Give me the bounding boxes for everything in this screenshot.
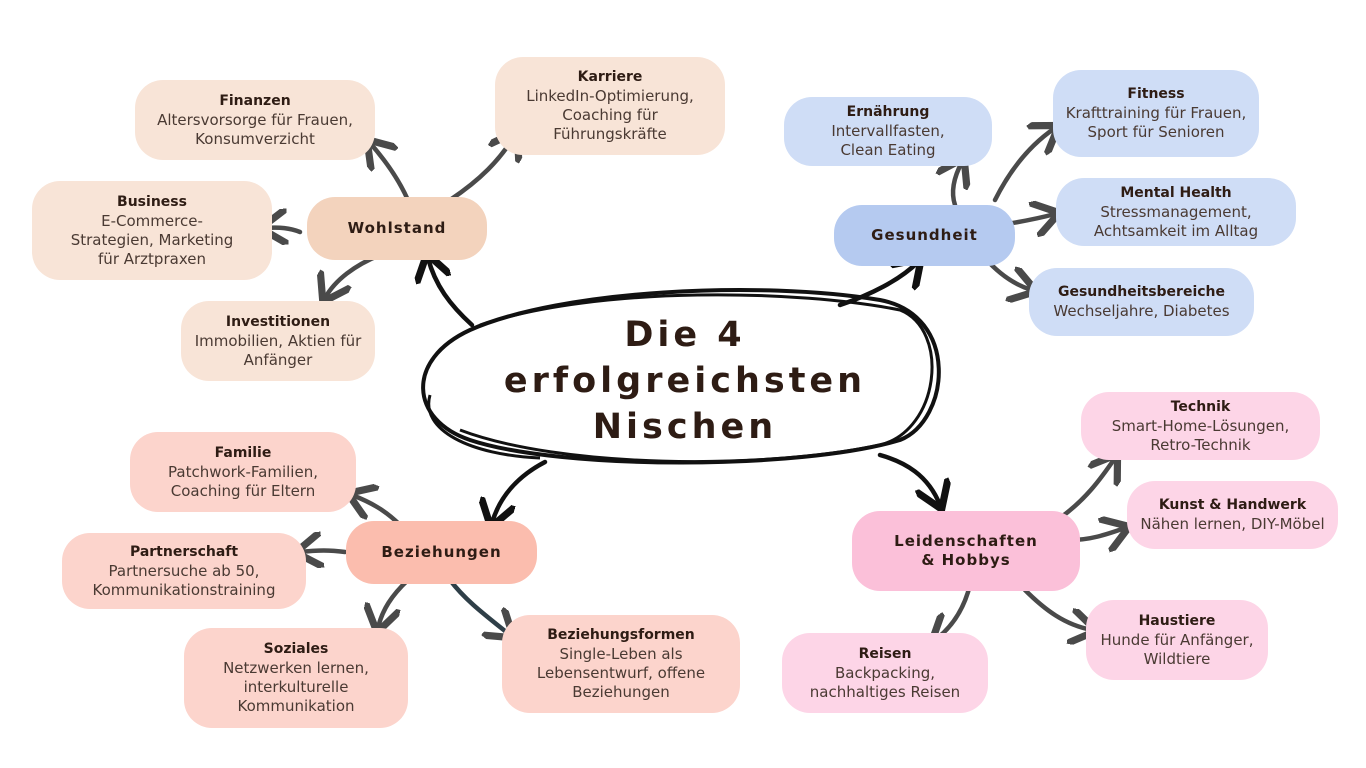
arrow-to-fitness [992, 128, 1055, 203]
title-line: Die 4 [624, 315, 746, 355]
node-text: Hunde für Anfänger, Wildtiere [1100, 630, 1254, 668]
arrow-to-partnerschaft [300, 551, 348, 553]
arrow-to-investitionen [325, 252, 383, 298]
node-text: E-Commerce-Strategien, Marketing für Arz… [70, 211, 234, 268]
node-text: Krafttraining für Frauen, Sport für Seni… [1065, 104, 1247, 141]
node-title: Technik [1170, 398, 1231, 415]
node-title: Business [117, 193, 187, 210]
node-title: Kunst & Handwerk [1158, 497, 1307, 513]
node-text: Nähen lernen, DIY-Möbel [1140, 515, 1325, 533]
node-title: Familie [214, 444, 272, 461]
node-text: Altersvorsorge für Frauen, Konsumverzich… [157, 110, 353, 148]
node-label: & Hobbys [921, 551, 1011, 569]
arrow-to-formen [447, 577, 510, 635]
title-line: Nischen [592, 407, 778, 447]
arrow-to-ernaehrung [953, 162, 962, 208]
node-title: Karriere [577, 69, 643, 85]
node-beziehungen: Beziehungen [346, 521, 537, 584]
node-label: Beziehungen [381, 543, 502, 561]
node-gesundheit: Gesundheit [834, 205, 1015, 266]
node-text: Partnersuche ab 50, Kommunikationstraini… [92, 561, 276, 599]
node-text: Netzwerken lernen, interkulturelle Kommu… [223, 659, 369, 715]
arrow-to-hobbys [877, 452, 940, 505]
node-label: Wohlstand [347, 219, 447, 237]
arrow-to-technik [1057, 458, 1115, 521]
arrow-to-finanzen [370, 143, 413, 208]
center-ellipse [421, 288, 941, 465]
node-leidenschaften-hobbys: Leidenschaften& Hobbys [852, 511, 1080, 591]
node-title: Partnerschaft [129, 543, 239, 560]
node-text: LinkedIn-Optimierung, Coaching für Führu… [526, 87, 694, 143]
node-text: Wechseljahre, Diabetes [1053, 302, 1230, 320]
arrow-to-gesundheit [837, 262, 918, 308]
arrow-to-beziehungen [492, 459, 548, 523]
arrow-to-wohlstand [428, 258, 475, 328]
arrow-to-soziales [378, 577, 411, 628]
title-line: erfolgreichsten [503, 361, 867, 401]
node-title: Fitness [1127, 86, 1185, 102]
node-text: Intervallfasten, Clean Eating [831, 122, 945, 159]
node-title: Finanzen [219, 92, 291, 109]
node-title: Investitionen [225, 313, 331, 330]
node-title: Reisen [858, 645, 912, 662]
node-text: Single-Leben als Lebensentwurf, offene B… [536, 645, 706, 701]
node-text: Backpacking, nachhaltiges Reisen [809, 663, 961, 701]
node-title: Ernährung [846, 104, 930, 120]
node-wohlstand: Wohlstand [307, 197, 487, 260]
node-title: Beziehungsformen [547, 627, 695, 643]
node-label: Leidenschaften [894, 532, 1038, 550]
node-text: Smart-Home-Lösungen, Retro-Technik [1111, 416, 1290, 454]
node-text: Patchwork-Familien, Coaching für Eltern [168, 462, 318, 500]
node-title: Gesundheitsbereiche [1057, 284, 1226, 300]
arrow-to-haustiere [1022, 587, 1092, 630]
arrow-to-reisen [935, 582, 973, 640]
node-text: Stressmanagement, Achtsamkeit im Alltag [1093, 202, 1259, 240]
central-title: Die 4 erfolgreichsten Nischen [470, 312, 900, 450]
node-title: Haustiere [1138, 612, 1216, 629]
node-title: Mental Health [1120, 184, 1232, 201]
node-title: Soziales [263, 641, 329, 657]
node-text: Immobilien, Aktien für Anfänger [194, 331, 362, 369]
node-label: Gesundheit [871, 226, 978, 244]
